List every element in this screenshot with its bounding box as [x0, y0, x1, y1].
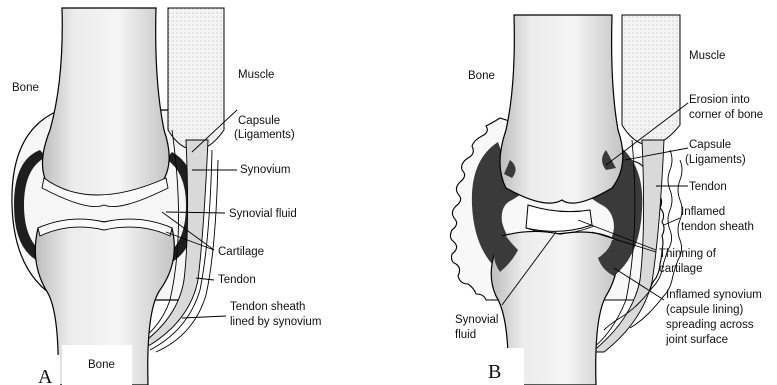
label-cartilage-b: cartilage: [659, 263, 702, 275]
label-inflamed-b: Inflamed: [681, 206, 725, 218]
label-synovium-a: Synovium: [240, 164, 291, 176]
label-tendon-a: Tendon: [218, 274, 256, 286]
panel-b: Bone Muscle Erosion into corner of bone …: [450, 15, 763, 385]
panel-letter-a: A: [38, 366, 53, 385]
label-fluid-b: fluid: [455, 329, 476, 341]
label-muscle-b: Muscle: [689, 50, 725, 62]
panel-letter-b: B: [488, 361, 501, 383]
muscle-b: [622, 15, 680, 145]
bone-upper-b: [500, 15, 623, 203]
label-tendon-sheath-b: tendon sheath: [681, 221, 754, 233]
label-bone-bottom-a: Bone: [88, 359, 115, 371]
label-synovial-fluid-a: Synovial fluid: [229, 208, 297, 220]
label-bone-b: Bone: [468, 70, 495, 82]
label-tendon-sheath-a: Tendon sheath: [230, 301, 305, 313]
label-ligaments-b: (Ligaments): [685, 154, 746, 166]
muscle-a: [168, 8, 224, 150]
label-muscle-a: Muscle: [238, 69, 274, 81]
label-bone-top-a: Bone: [12, 82, 39, 94]
label-capsule-a: Capsule: [238, 115, 280, 127]
label-spreading-b: spreading across: [666, 319, 754, 331]
label-capsule-b: Capsule: [689, 139, 731, 151]
label-cartilage-a: Cartilage: [218, 246, 264, 258]
label-joint-surface-b: joint surface: [665, 334, 728, 346]
label-tendon-b: Tendon: [689, 181, 727, 193]
label-ligaments-a: (Ligaments): [234, 129, 295, 141]
label-synovial-b: Synovial: [455, 314, 498, 326]
label-capsule-lining-b: (capsule lining): [666, 304, 744, 316]
label-lined-synovium-a: lined by synovium: [230, 316, 321, 328]
bone-upper-a: [42, 8, 169, 198]
label-inflamed-synovium-b: Inflamed synovium: [666, 289, 762, 301]
panel-a: Bone Muscle Capsule (Ligaments) Synovium…: [0, 8, 321, 385]
label-erosion-corner-b: corner of bone: [689, 109, 763, 121]
label-erosion-b: Erosion into: [689, 94, 750, 106]
label-thinning-b: Thinning of: [659, 248, 717, 260]
